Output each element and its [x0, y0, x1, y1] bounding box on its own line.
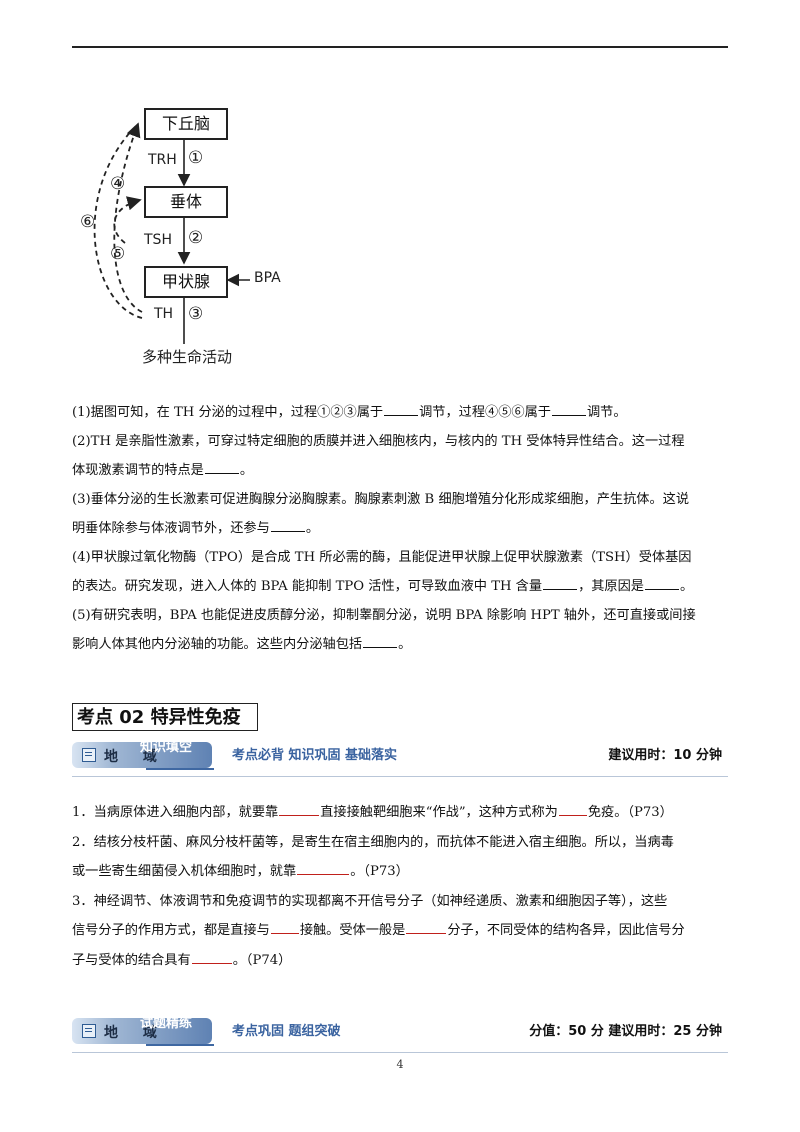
- answer-blank[interactable]: [279, 801, 320, 816]
- banner-tag-label: 试题精练: [140, 1016, 193, 1031]
- process-6-label: ⑥: [80, 212, 96, 232]
- answer-blank[interactable]: [551, 401, 586, 416]
- header-rule: [72, 46, 728, 48]
- fill-question-1: 1．当病原体进入细胞内部，就要靠直接接触靶细胞来“作战”，这种方式称为免疫。（P…: [72, 798, 728, 828]
- diagram-connectors: [93, 122, 250, 344]
- answer-blank[interactable]: [406, 919, 447, 934]
- book-icon: [82, 1024, 96, 1038]
- banner-divider: [72, 1052, 728, 1053]
- section-title: 考点 02 特异性免疫: [72, 703, 258, 731]
- banner-tag: 地 域 知识填空: [72, 740, 212, 768]
- banner-tag-shadow-text: 地 域: [104, 1025, 167, 1041]
- thyroid-box: 甲状腺: [144, 266, 228, 298]
- banner-tag: 地 域 试题精练: [72, 1016, 212, 1044]
- bpa-label: BPA: [254, 270, 281, 286]
- banner-underline: [146, 1044, 214, 1046]
- answer-blank[interactable]: [297, 860, 350, 875]
- answer-blank[interactable]: [270, 919, 299, 934]
- banner-underline: [146, 768, 214, 770]
- th-label: TH: [154, 306, 174, 322]
- answer-blank[interactable]: [558, 801, 587, 816]
- process-1-label: ①: [188, 148, 204, 168]
- tsh-label: TSH: [144, 232, 172, 248]
- question-4: (4)甲状腺过氧化物酶（TPO）是合成 TH 所必需的酶，且能促进甲状腺上促甲状…: [72, 550, 694, 594]
- hpt-axis-diagram: 下丘脑 垂体 甲状腺 TRH ① TSH ② TH ③ ④ ⑤ ⑥ BPA 多种…: [70, 100, 330, 380]
- question-block-2: 1．当病原体进入细胞内部，就要靠直接接触靶细胞来“作战”，这种方式称为免疫。（P…: [72, 798, 728, 975]
- question-block-1: (1)据图可知，在 TH 分泌的过程中，过程①②③属于调节，过程④⑤⑥属于调节。…: [72, 398, 728, 659]
- banner-divider: [72, 776, 728, 777]
- answer-blank[interactable]: [645, 575, 679, 590]
- banner-subtitle: 考点必背 知识巩固 基础落实: [232, 748, 398, 763]
- fill-question-3: 3．神经调节、体液调节和免疫调节的实现都离不开信号分子（如神经递质、激素和细胞因…: [72, 893, 685, 968]
- answer-blank[interactable]: [191, 949, 232, 964]
- question-3: (3)垂体分泌的生长激素可促进胸腺分泌胸腺素。胸腺素刺激 B 细胞增殖分化形成浆…: [72, 492, 690, 536]
- fill-question-2: 2．结核分枝杆菌、麻风分枝杆菌等，是寄生在宿主细胞内的，而抗体不能进入宿主细胞。…: [72, 834, 674, 880]
- question-5: (5)有研究表明，BPA 也能促进皮质醇分泌，抑制睾酮分泌，说明 BPA 除影响…: [72, 608, 696, 652]
- page-number: 4: [396, 1058, 404, 1071]
- process-4-label: ④: [110, 174, 126, 194]
- banner-subtitle: 考点巩固 题组突破: [232, 1024, 341, 1039]
- practice-banner: 地 域 试题精练 考点巩固 题组突破 分值：50 分 建议用时：25 分钟: [72, 1014, 728, 1053]
- hypothalamus-box: 下丘脑: [144, 108, 228, 140]
- process-5-label: ⑤: [110, 244, 126, 264]
- output-label: 多种生命活动: [142, 348, 233, 366]
- trh-label: TRH: [148, 152, 177, 168]
- answer-blank[interactable]: [363, 633, 398, 648]
- answer-blank[interactable]: [543, 575, 578, 590]
- banner-tag-shadow-text: 地 域: [104, 749, 167, 765]
- answer-blank[interactable]: [204, 459, 239, 474]
- knowledge-fill-banner: 地 域 知识填空 考点必背 知识巩固 基础落实 建议用时：10 分钟: [72, 738, 728, 777]
- banner-score-time: 分值：50 分 建议用时：25 分钟: [529, 1024, 722, 1039]
- answer-blank[interactable]: [270, 517, 305, 532]
- process-3-label: ③: [188, 304, 204, 324]
- process-2-label: ②: [188, 228, 204, 248]
- question-1: (1)据图可知，在 TH 分泌的过程中，过程①②③属于调节，过程④⑤⑥属于调节。: [72, 398, 728, 427]
- book-icon: [82, 748, 96, 762]
- pituitary-box: 垂体: [144, 186, 228, 218]
- banner-tag-label: 知识填空: [140, 740, 193, 755]
- answer-blank[interactable]: [384, 401, 419, 416]
- banner-time: 建议用时：10 分钟: [608, 748, 722, 763]
- question-2: (2)TH 是亲脂性激素，可穿过特定细胞的质膜并进入细胞核内，与核内的 TH 受…: [72, 434, 685, 478]
